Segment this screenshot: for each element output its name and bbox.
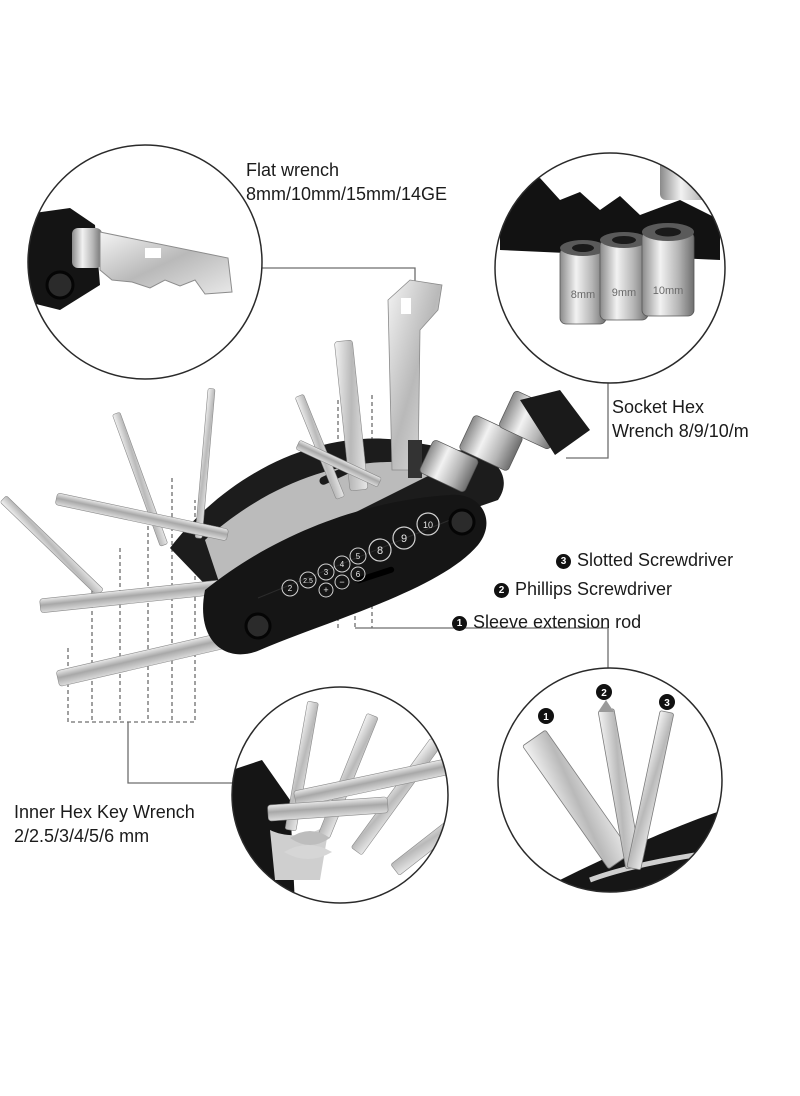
hex-key-label: Inner Hex Key Wrench 2/2.5/3/4/5/6 mm: [14, 800, 195, 848]
socket-mark-9mm: 9mm: [612, 287, 636, 299]
zoom-badge-3: 3: [664, 698, 670, 709]
flat-wrench-title: Flat wrench: [246, 160, 340, 180]
size-mark-8: 8: [377, 545, 383, 557]
hex-keys: [0, 388, 250, 687]
size-mark-9: 9: [401, 533, 407, 545]
flat-wrench-blade: [387, 279, 443, 471]
hex-key-sizes: 2/2.5/3/4/5/6 mm: [14, 826, 150, 846]
zoom-hex-keys: [231, 686, 449, 904]
socket-mark-8mm: 8mm: [571, 289, 595, 301]
zoom-flat-wrench: [27, 144, 263, 380]
size-mark-10: 10: [423, 520, 433, 530]
sleeve-extension-label: 1 Sleeve extension rod: [452, 610, 641, 634]
slotted-screwdriver-label: 3 Slotted Screwdriver: [556, 548, 733, 572]
phillips-screwdriver-text: Phillips Screwdriver: [515, 579, 673, 599]
phillips-screwdriver-label: 2 Phillips Screwdriver: [494, 577, 672, 601]
tool-sockets: [408, 390, 590, 492]
socket-hex-title: Socket Hex: [612, 397, 705, 417]
rivet-left: [244, 612, 272, 640]
badge-2: 2: [494, 583, 509, 598]
socket-hex-label: Socket Hex Wrench 8/9/10/m: [612, 395, 749, 443]
socket-mark-10mm: 10mm: [653, 285, 684, 297]
sleeve-extension-rod: [522, 730, 632, 869]
slotted-screwdriver-text: Slotted Screwdriver: [577, 550, 734, 570]
flat-wrench-sizes: 8mm/10mm/15mm/14GE: [246, 184, 448, 204]
size-mark-3: 3: [324, 568, 329, 577]
zoom-badge-2: 2: [601, 688, 607, 699]
zoom-badge-1: 1: [543, 712, 549, 723]
size-markings: 2 2.5 3 4 5 + − 6 8 9 10: [281, 512, 440, 598]
rivet-right: [448, 508, 476, 536]
size-mark-6: 6: [356, 570, 361, 579]
socket-10mm: [641, 223, 695, 317]
badge-1: 1: [452, 616, 467, 631]
flat-wrench-label: Flat wrench 8mm/10mm/15mm/14GE: [246, 158, 447, 206]
sleeve-extension-text: Sleeve extension rod: [473, 612, 642, 632]
size-mark-5: 5: [356, 552, 361, 561]
socket-8mm: [559, 240, 607, 325]
size-mark-2-5: 2.5: [303, 578, 313, 585]
size-mark-2: 2: [288, 584, 293, 593]
size-mark-minus: −: [339, 577, 344, 587]
hex-key-title: Inner Hex Key Wrench: [14, 802, 195, 822]
zoom-screwdrivers: 1 2 3: [497, 667, 723, 893]
size-mark-plus: +: [323, 585, 328, 595]
tool-front-plate: [203, 494, 487, 655]
badge-3: 3: [556, 554, 571, 569]
zoom-sockets: 8mm 9mm 10mm: [494, 152, 726, 384]
slotted-screwdriver: [626, 710, 674, 870]
socket-hex-sizes: Wrench 8/9/10/m: [612, 421, 749, 441]
upper-tools: [295, 279, 443, 500]
socket-9mm: [599, 232, 649, 321]
size-mark-4: 4: [340, 560, 345, 569]
multi-tool: 2 2.5 3 4 5 + − 6 8 9 10: [0, 279, 590, 687]
